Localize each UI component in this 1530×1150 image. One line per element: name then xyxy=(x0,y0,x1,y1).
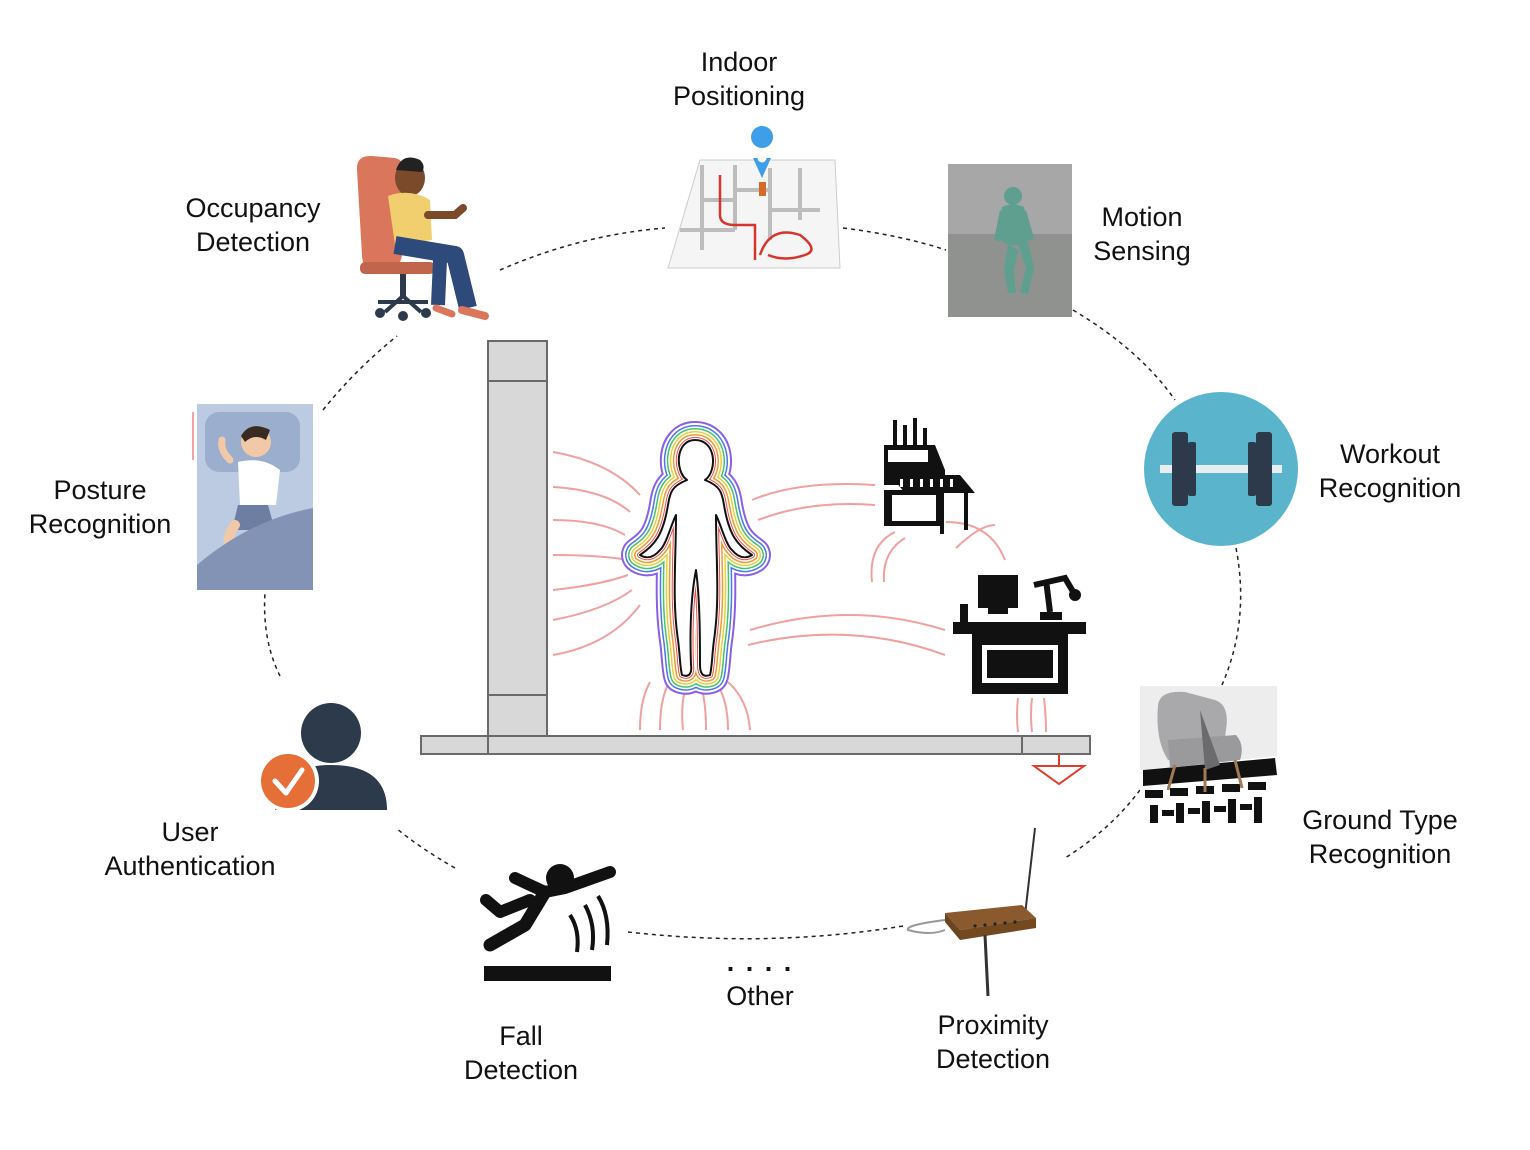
ground-symbol-icon xyxy=(1030,754,1088,786)
other-text: Other xyxy=(726,981,794,1011)
person-sitting-chair-icon xyxy=(356,155,489,321)
piano-icon xyxy=(884,418,975,534)
application-ring xyxy=(263,227,1242,940)
human-body-field-icon xyxy=(640,440,752,676)
desk-computer-icon xyxy=(953,574,1086,694)
3d-walking-figure-icon xyxy=(948,164,1072,317)
other-dots: . . . . xyxy=(726,947,794,977)
field-lines xyxy=(552,451,1047,733)
theremin-device-icon xyxy=(906,827,1036,997)
dumbbell-icon xyxy=(1144,392,1298,546)
other-label: . . . . Other xyxy=(680,945,840,1013)
slip-fall-icon xyxy=(480,864,616,981)
sleeping-person-icon xyxy=(192,404,313,590)
user-check-icon xyxy=(257,703,387,812)
floorplan-location-pin-icon xyxy=(667,126,841,269)
armchair-on-rug-icon xyxy=(1140,686,1277,828)
central-scene xyxy=(420,340,1091,755)
